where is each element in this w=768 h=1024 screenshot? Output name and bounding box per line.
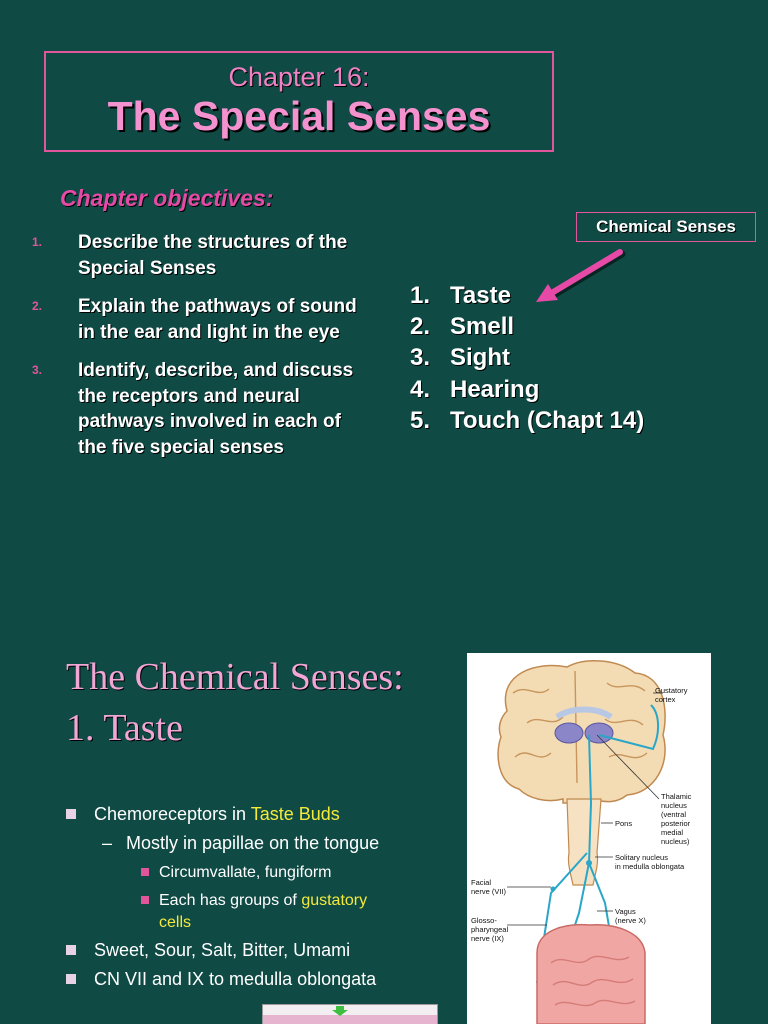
label-vagus-2: (nerve X) xyxy=(615,916,646,925)
label-gustatory-cortex-2: cortex xyxy=(655,695,676,704)
label-solitary: Solitary nucleus xyxy=(615,853,668,862)
slide-title-line-1: The Chemical Senses: xyxy=(66,656,404,698)
label-pons: Pons xyxy=(615,819,632,828)
page-title: The Special Senses xyxy=(107,93,491,139)
nerve-dot xyxy=(550,886,556,892)
objectives-list: 1. Describe the structures of the Specia… xyxy=(32,230,372,473)
objective-item: 1. Describe the structures of the Specia… xyxy=(32,230,372,281)
square-bullet-icon xyxy=(66,809,76,819)
label-thalamic-5: medial xyxy=(661,828,683,837)
bullet-text: Circumvallate, fungiform xyxy=(159,864,332,881)
objective-text: Describe the structures of the Special S… xyxy=(78,232,348,279)
sense-item: 1. Taste xyxy=(410,280,644,311)
label-solitary-2: in medulla oblongata xyxy=(615,862,685,871)
label-facial-2: nerve (VII) xyxy=(471,887,507,896)
sense-label: Sight xyxy=(450,344,510,372)
bullet-chemoreceptors: Chemoreceptors in Taste Buds xyxy=(66,804,436,825)
chapter-label: Chapter 16: xyxy=(228,62,370,92)
objective-item: 2. Explain the pathways of sound in the … xyxy=(32,294,372,345)
green-arrow-icon xyxy=(263,1006,437,1024)
sense-item: 3. Sight xyxy=(410,342,644,373)
label-facial: Facial xyxy=(471,878,491,887)
slide-chemical-senses-taste: The Chemical Senses: 1. Taste Chemorecep… xyxy=(0,512,768,1024)
objectives-heading: Chapter objectives: xyxy=(60,185,274,211)
label-gustatory-cortex: Gustatory xyxy=(655,686,688,695)
bullet-cranial-nerves: CN VII and IX to medulla oblongata xyxy=(66,969,436,990)
histology-inset-image xyxy=(262,1004,438,1024)
label-vagus: Vagus xyxy=(615,907,636,916)
brain-tongue-illustration: Gustatory cortex Thalamic nucleus (ventr… xyxy=(471,660,692,1024)
highlight-gustatory: gustatory xyxy=(301,892,368,909)
sense-label: Smell xyxy=(450,313,515,341)
thalamus-right xyxy=(584,722,614,744)
bullet-text: Each has groups of xyxy=(159,892,302,909)
objective-text: Explain the pathways of sound in the ear… xyxy=(78,296,357,343)
brain-folds xyxy=(512,670,648,784)
sense-label: Taste xyxy=(450,282,511,309)
dash-bullet-icon: – xyxy=(102,833,113,853)
chemical-senses-callout: Chemical Senses xyxy=(576,212,756,242)
bullet-text: Chemoreceptors in xyxy=(94,804,251,824)
title-box: Chapter 16: The Special Senses xyxy=(44,51,554,152)
label-thalamic-2: nucleus xyxy=(661,801,687,810)
ventricle xyxy=(555,706,613,720)
square-bullet-icon xyxy=(66,974,76,984)
brainstem xyxy=(566,798,602,886)
sense-number: 2. xyxy=(410,313,431,341)
label-glosso-3: nerve (IX) xyxy=(471,934,504,943)
sense-number: 5. xyxy=(410,406,431,434)
square-bullet-icon xyxy=(66,945,76,955)
bullet-gustatory-cells: Each has groups of gustatory cells xyxy=(66,890,436,934)
label-thalamic-6: nucleus) xyxy=(661,837,690,846)
bullet-text: CN VII and IX to medulla oblongata xyxy=(94,969,377,989)
label-thalamic: Thalamic xyxy=(661,792,692,801)
gustatory-pathway-figure: Gustatory cortex Thalamic nucleus (ventr… xyxy=(467,653,711,1024)
bullet-papillae: – Mostly in papillae on the tongue xyxy=(66,833,436,854)
tongue-papillae xyxy=(550,955,636,1007)
bullet-papillae-types: Circumvallate, fungiform xyxy=(66,862,436,884)
sense-label: Hearing xyxy=(450,375,540,403)
highlight-taste-buds: Taste Buds xyxy=(250,804,340,824)
bullet-text: Sweet, Sour, Salt, Bitter, Umami xyxy=(94,940,351,960)
slide-title: The Chemical Senses: 1. Taste xyxy=(66,652,404,754)
sense-number: 1. xyxy=(410,282,431,309)
label-leaders xyxy=(507,692,663,926)
sense-number: 3. xyxy=(410,344,431,372)
square-bullet-icon xyxy=(141,868,149,876)
highlight-cells: cells xyxy=(159,914,192,931)
sense-number: 4. xyxy=(410,375,431,403)
objective-item: 3. Identify, describe, and discuss the r… xyxy=(32,358,372,460)
solitary-nucleus-dot xyxy=(586,860,592,866)
bullet-taste-qualities: Sweet, Sour, Salt, Bitter, Umami xyxy=(66,940,436,961)
label-glosso-2: pharyngeal xyxy=(471,925,508,934)
objective-number: 3. xyxy=(32,363,43,377)
slide-title-line-2: 1. Taste xyxy=(66,707,183,749)
senses-list: 1. Taste 2. Smell 3. Sight 4. Hearing 5. Touc… xyxy=(410,280,644,436)
square-bullet-icon xyxy=(141,896,149,904)
sense-item: 5. Touch (Chapt 14) xyxy=(410,405,644,436)
sense-item: 4. Hearing xyxy=(410,374,644,405)
label-thalamic-3: (ventral xyxy=(661,810,686,819)
label-glosso: Glosso- xyxy=(471,916,497,925)
callout-arrow-icon xyxy=(536,249,626,302)
sense-label: Touch (Chapt 14) xyxy=(450,406,645,434)
bullet-text: Mostly in papillae on the tongue xyxy=(126,833,380,853)
sense-item: 2. Smell xyxy=(410,311,644,342)
thalamus-left xyxy=(554,722,584,744)
objective-number: 2. xyxy=(32,299,43,313)
objective-text: Identify, describe, and discuss the rece… xyxy=(78,360,354,458)
objective-number: 1. xyxy=(32,235,43,249)
taste-bullets: Chemoreceptors in Taste Buds – Mostly in… xyxy=(66,804,436,998)
tongue xyxy=(536,923,646,1024)
label-thalamic-4: posterior xyxy=(661,819,691,828)
slide-chapter-overview: Chapter 16: The Special Senses Chapter o… xyxy=(32,51,756,473)
